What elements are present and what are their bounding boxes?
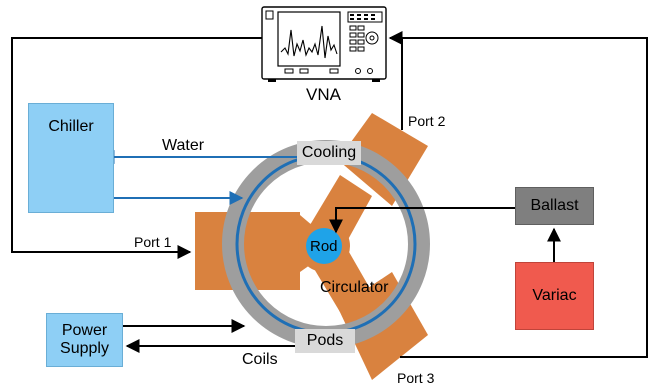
ballast-to-rod-line xyxy=(329,207,515,234)
port1-label: Port 1 xyxy=(134,234,172,250)
chiller-label: Chiller xyxy=(48,118,94,135)
vna-label: VNA xyxy=(306,85,341,104)
coils-label: Coils xyxy=(242,351,278,368)
variac-box: Variac xyxy=(515,262,594,330)
ballast-label: Ballast xyxy=(530,196,579,214)
port3-label: Port 3 xyxy=(397,370,435,386)
port2-cable xyxy=(388,31,403,130)
pods-label: Pods xyxy=(295,329,355,353)
rod-label: Rod xyxy=(310,238,338,255)
chiller-box: Chiller xyxy=(28,103,114,213)
ballast-box: Ballast xyxy=(515,187,594,225)
port2-label: Port 2 xyxy=(408,113,446,129)
cooling-label: Cooling xyxy=(297,141,361,165)
port1-cable xyxy=(11,37,262,259)
water-label: Water xyxy=(162,137,205,154)
circulator-label: Circulator xyxy=(320,279,389,296)
port3-cable xyxy=(400,37,648,358)
power-supply-box: Power Supply xyxy=(46,313,123,367)
water-lines xyxy=(98,150,297,205)
rod xyxy=(306,228,342,264)
network-analyzer-icon xyxy=(261,6,387,82)
power-supply-label: Power Supply xyxy=(60,321,109,357)
variac-label: Variac xyxy=(532,286,577,304)
